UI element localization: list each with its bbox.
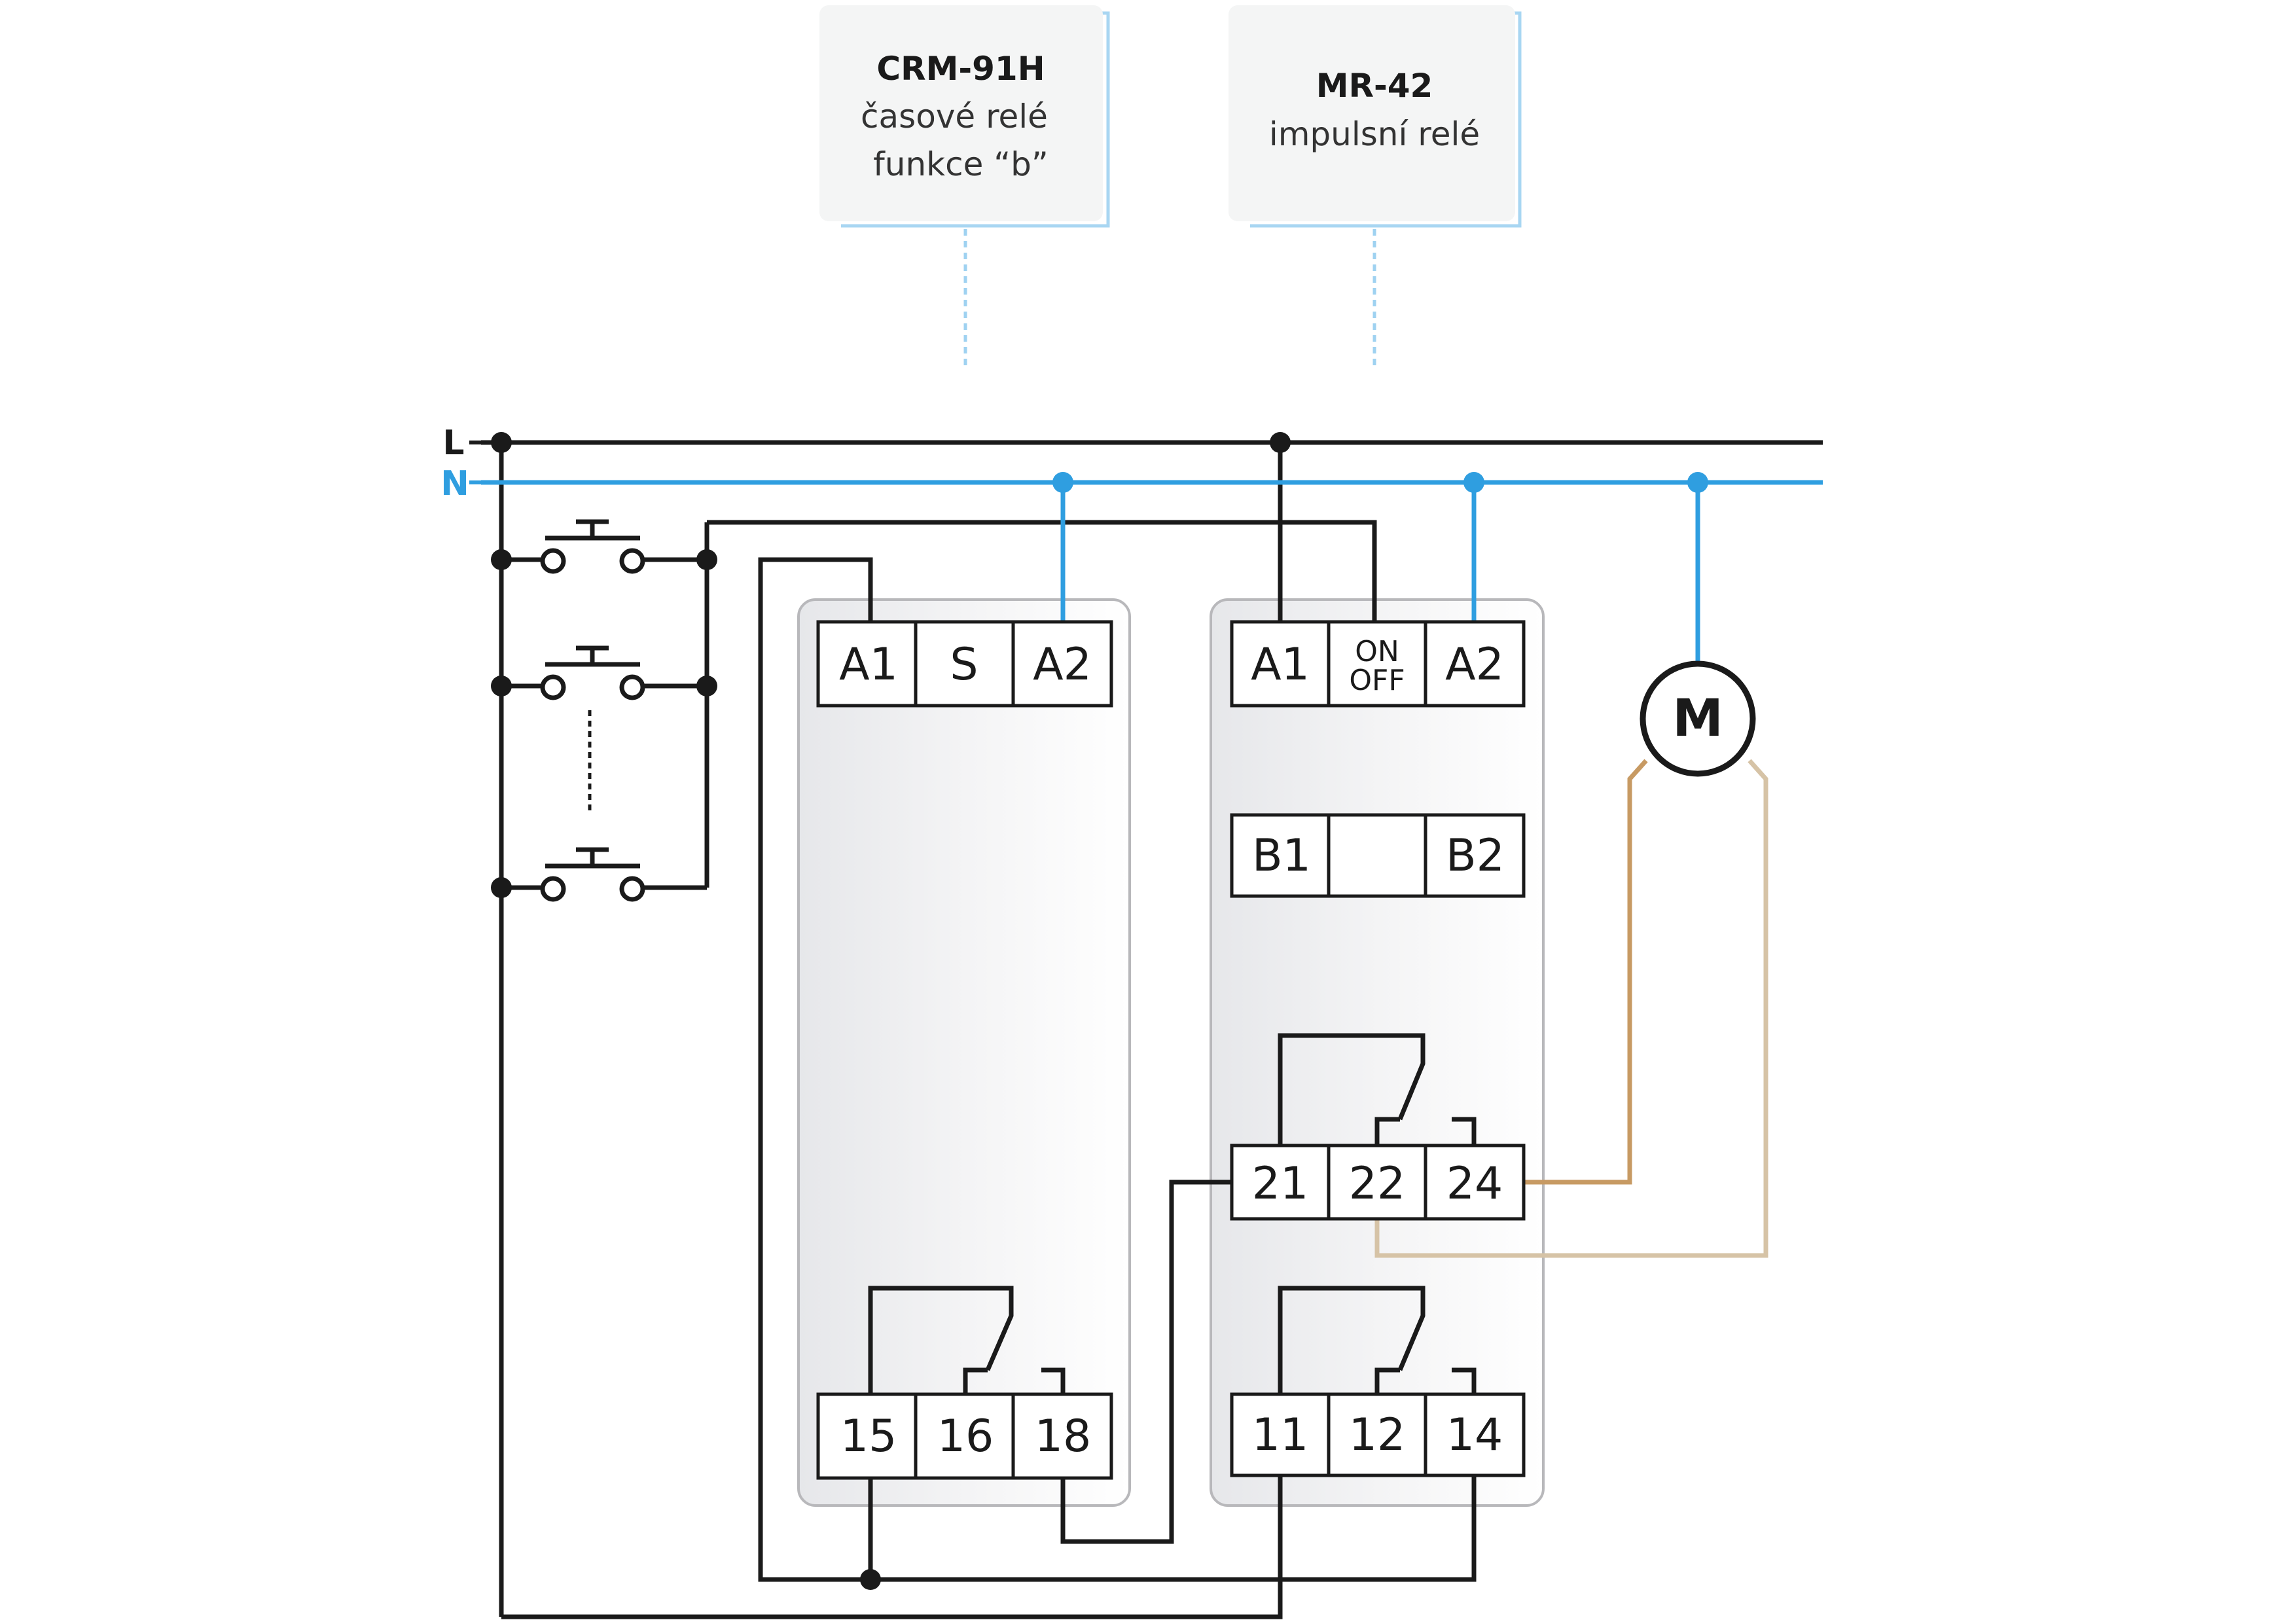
terminal-a1: A1: [839, 639, 898, 691]
push-button-1: [540, 548, 566, 574]
card-line: impulsní relé: [1269, 115, 1480, 153]
push-button-n: [540, 876, 566, 902]
terminal-18: 18: [1035, 1411, 1092, 1462]
terminal-24: 24: [1446, 1158, 1503, 1210]
terminal-12: 12: [1349, 1409, 1406, 1461]
rail-label-l: L: [442, 424, 464, 463]
crm-module-housing: [797, 598, 1131, 1507]
motor-label: M: [1672, 689, 1723, 748]
motor: M: [1640, 660, 1756, 777]
mr-terminal-contact2: 21 22 24: [1230, 1144, 1526, 1221]
terminal-b1: B1: [1252, 830, 1311, 882]
terminal-on: ON: [1355, 635, 1399, 668]
motor-symbol: [1640, 660, 1756, 777]
mr-terminal-top: A1 ON OFF A2: [1230, 620, 1526, 708]
mr-terminal-contact1: 11 12 14: [1230, 1392, 1526, 1477]
mr-terminal-middle: B1 B2: [1230, 813, 1526, 898]
terminal-15: 15: [840, 1411, 897, 1462]
terminal-b2: B2: [1446, 830, 1505, 882]
terminal-a2: A2: [1033, 639, 1092, 691]
motor-wire-a: [1525, 759, 1648, 1185]
terminal-14: 14: [1446, 1409, 1503, 1461]
neutral-wiring: [481, 480, 1823, 661]
junction-dots-line: [491, 432, 1291, 1590]
card-mr-42: MR-42 impulsní relé: [1229, 5, 1522, 370]
terminal-s: S: [950, 639, 978, 691]
motor-wire-b: [1374, 759, 1768, 1258]
terminal-off: OFF: [1349, 664, 1405, 697]
terminal-a1: A1: [1251, 639, 1310, 691]
card-title: MR-42: [1316, 67, 1433, 105]
push-button-contacts: [540, 548, 645, 902]
crm-terminal-top: A1 S A2: [816, 620, 1113, 708]
terminal-16: 16: [937, 1411, 994, 1462]
rail-label-n: N: [440, 464, 469, 503]
line-wiring: [481, 440, 1823, 1619]
card-line: časové relé: [861, 98, 1048, 135]
terminal-a2: A2: [1445, 639, 1504, 691]
junction-dots-neutral: [1052, 472, 1708, 493]
push-button-2: [540, 674, 566, 700]
crm-terminal-bottom: 15 16 18: [816, 1392, 1113, 1480]
terminal-21: 21: [1252, 1158, 1309, 1210]
card-line: funkce “b”: [873, 145, 1049, 183]
terminal-11: 11: [1252, 1409, 1309, 1461]
card-title: CRM-91H: [876, 50, 1045, 88]
card-crm-91h: CRM-91H časové relé funkce “b”: [819, 5, 1110, 370]
terminal-22: 22: [1349, 1158, 1406, 1210]
